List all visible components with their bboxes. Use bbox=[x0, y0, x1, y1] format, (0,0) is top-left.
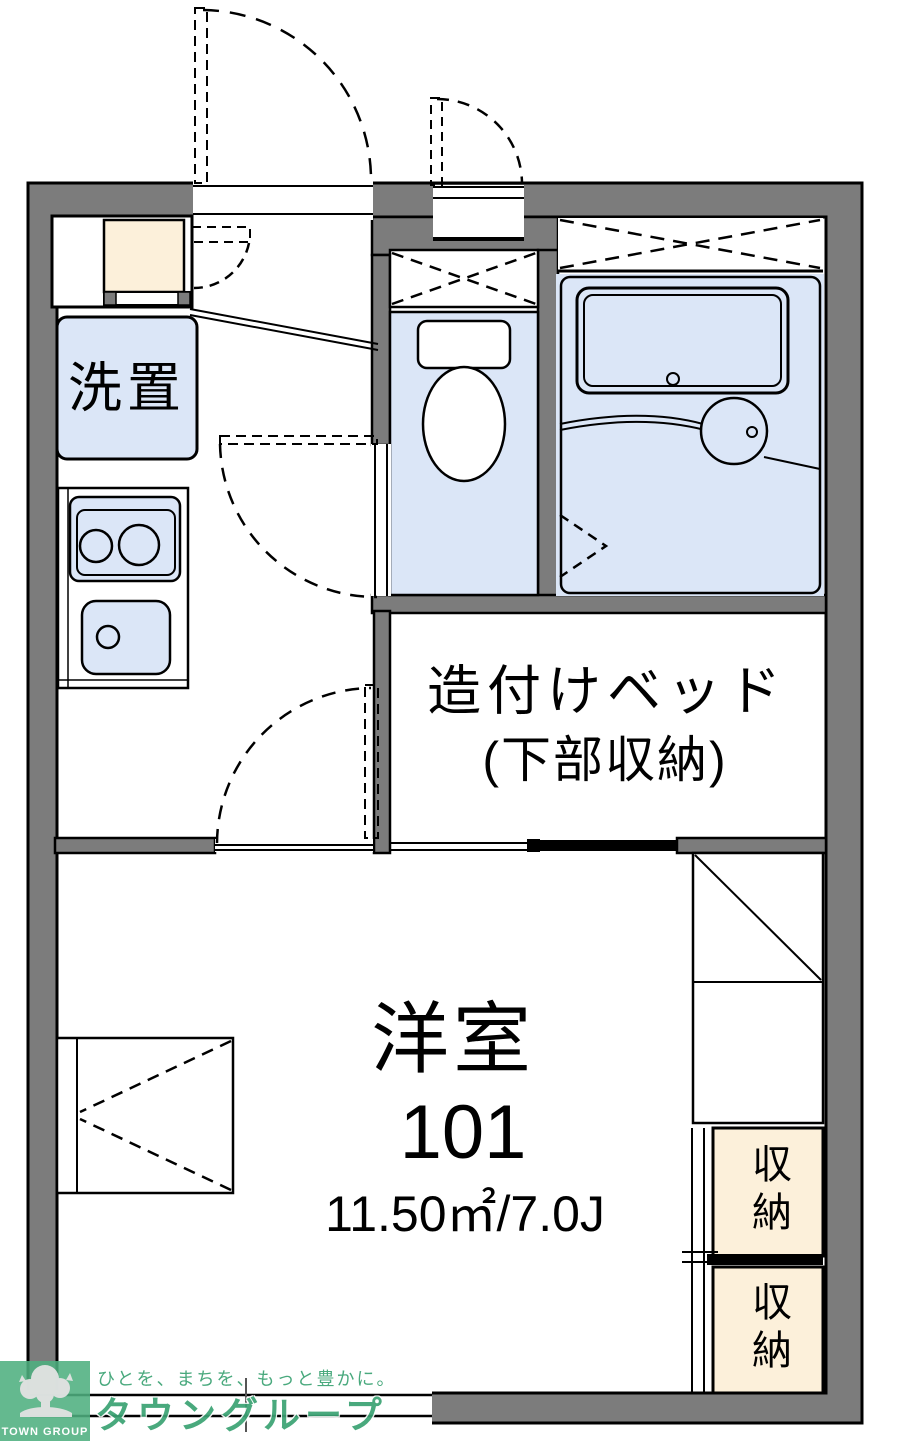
logo-tagline: ひとを、まちを、もっと豊かに。 bbox=[97, 1369, 397, 1389]
bath-basin-icon bbox=[699, 396, 769, 466]
room-number: 101 bbox=[399, 1090, 527, 1176]
logo-company-en: TOWN GROUP bbox=[1, 1426, 89, 1438]
bath-folding-door bbox=[559, 513, 609, 579]
toilet-door-swing bbox=[218, 435, 378, 599]
logo-green-square: TOWN GROUP bbox=[0, 1361, 90, 1441]
entrance-door-swing bbox=[194, 7, 373, 184]
toilet-icon bbox=[416, 319, 512, 483]
room-label-laundry: 洗置 bbox=[68, 358, 186, 419]
shelf-space bbox=[691, 851, 825, 1125]
meter-box-niche bbox=[433, 185, 524, 241]
washer-space-box bbox=[55, 315, 199, 461]
bathroom bbox=[556, 218, 824, 596]
shoe-cabinet bbox=[50, 214, 194, 309]
closets bbox=[682, 1126, 825, 1395]
room-window bbox=[26, 1378, 432, 1432]
room-label-bed-line1: 造付けベッド bbox=[427, 661, 787, 722]
outer-wall bbox=[26, 181, 864, 1425]
bath-counter-line bbox=[559, 414, 821, 470]
closet-label-upper: 収納 bbox=[746, 1143, 790, 1239]
kitchen-unit bbox=[56, 486, 190, 690]
toilet-vent-x bbox=[391, 251, 537, 306]
meter-box-door-swing bbox=[430, 97, 524, 186]
closet-door-line bbox=[682, 1128, 718, 1392]
fold-down-table bbox=[55, 1036, 235, 1195]
built-in-bed-edge bbox=[390, 839, 677, 852]
bathtub-icon bbox=[575, 286, 790, 395]
shoe-cabinet-door-swing bbox=[191, 226, 251, 290]
toilet-room bbox=[371, 248, 540, 597]
room-label-bed-line2: (下部収納) bbox=[482, 731, 728, 788]
closet-label-lower: 収納 bbox=[746, 1281, 790, 1377]
room-door-opening bbox=[215, 839, 373, 852]
bath-vent-x bbox=[559, 218, 821, 270]
room-area: 11.50㎡/7.0J bbox=[325, 1185, 605, 1242]
room-door-swing bbox=[215, 684, 379, 844]
stove-icon bbox=[68, 495, 182, 583]
logo-company-jp: タウングループ bbox=[95, 1395, 387, 1436]
tree-icon bbox=[19, 1365, 73, 1417]
genkan-step-line bbox=[189, 308, 379, 351]
room-label-main: 洋室 bbox=[370, 995, 536, 1084]
kitchen-sink-icon bbox=[80, 599, 172, 676]
town-group-logo: TOWN GROUP ひとを、まちを、もっと豊かに。 タウングループ bbox=[0, 1355, 420, 1441]
entrance-opening bbox=[193, 180, 373, 220]
